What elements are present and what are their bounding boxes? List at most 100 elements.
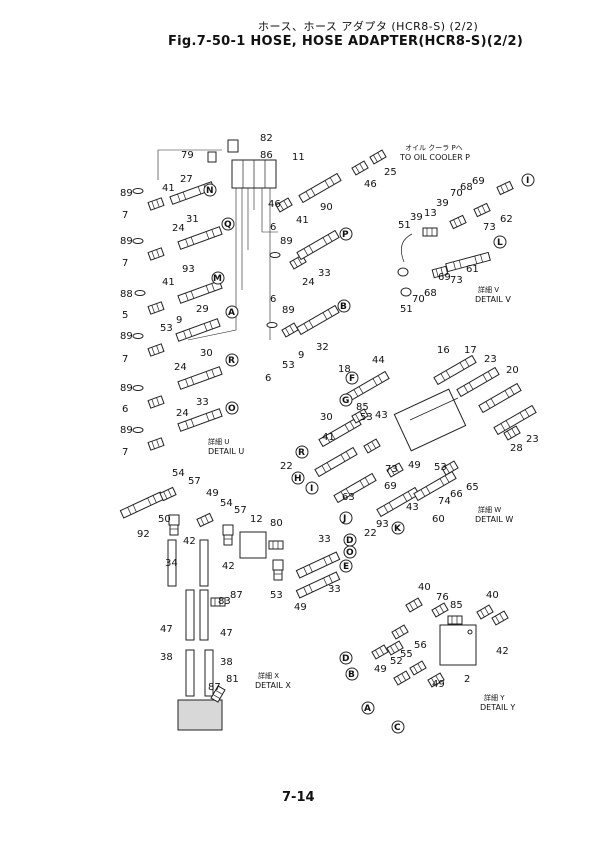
part-label: 51 — [398, 220, 411, 231]
part-label: 83 — [218, 596, 231, 607]
part-label: 89 — [280, 236, 293, 247]
part-label: 80 — [270, 518, 283, 529]
part-label: 38 — [220, 657, 233, 668]
part-label: 70 — [450, 188, 463, 199]
circle-b: B — [337, 299, 351, 313]
detail-u: 詳細 U DETAIL U オイル クーラ Pヘ TO OIL COOLER P — [132, 139, 470, 456]
part-label: 23 — [484, 354, 497, 365]
part-label: 53 — [270, 590, 283, 601]
svg-text:DETAIL W: DETAIL W — [475, 515, 513, 524]
svg-text:N: N — [206, 186, 214, 196]
svg-text:A: A — [228, 308, 235, 318]
svg-text:詳細 U: 詳細 U — [208, 437, 229, 446]
detail-x: 詳細 X DETAIL X — [119, 486, 341, 731]
circle-o-x: O — [343, 545, 357, 559]
circle-o: O — [225, 401, 239, 415]
part-label: 47 — [220, 628, 233, 639]
part-label: 23 — [526, 434, 539, 445]
circle-i-top: I — [521, 173, 535, 187]
circle-j: J — [339, 511, 353, 525]
part-label: 46 — [268, 199, 281, 210]
svg-text:R: R — [228, 356, 235, 366]
svg-text:O: O — [228, 404, 236, 414]
part-label: 40 — [418, 582, 431, 593]
part-label: 69 — [438, 272, 451, 283]
part-label: 55 — [400, 649, 413, 660]
detail-v: 詳細 V DETAIL V — [397, 180, 514, 304]
circle-k: K — [391, 521, 405, 535]
part-label: 73 — [483, 222, 496, 233]
svg-text:L: L — [497, 238, 503, 248]
circle-r: R — [225, 353, 239, 367]
part-label: 18 — [338, 364, 351, 375]
part-label: 43 — [375, 410, 388, 421]
svg-text:TO OIL COOLER P: TO OIL COOLER P — [399, 153, 470, 162]
detail-w: 詳細 W DETAIL W — [314, 355, 537, 524]
part-label: 93 — [182, 264, 195, 275]
part-label: 6 — [265, 373, 271, 384]
part-label: 49 — [408, 460, 421, 471]
part-label: 57 — [234, 505, 247, 516]
detail-w-caption: 詳細 W DETAIL W — [475, 505, 513, 524]
part-label: 87 — [208, 682, 221, 693]
part-label: 41 — [162, 277, 175, 288]
part-label: 16 — [437, 345, 450, 356]
part-label: 9 — [176, 315, 182, 326]
detail-y: 詳細 Y DETAIL Y — [371, 597, 515, 712]
part-label: 85 — [450, 600, 463, 611]
svg-text:J: J — [342, 514, 346, 524]
reference-circles: N Q M A R O P B I L F G R H I J K D O E … — [203, 173, 535, 734]
part-label: 33 — [328, 584, 341, 595]
part-label: 41 — [322, 432, 335, 443]
part-label: 51 — [400, 304, 413, 315]
svg-text:オイル クーラ Pヘ: オイル クーラ Pヘ — [405, 144, 463, 152]
part-label: 89 — [120, 188, 133, 199]
circle-l: L — [493, 235, 507, 249]
circle-d-x: D — [343, 533, 357, 547]
part-label: 88 — [120, 289, 133, 300]
circle-f: F — [345, 371, 359, 385]
part-label: 68 — [460, 182, 473, 193]
figure-title: Fig.7-50-1 HOSE, HOSE ADAPTER(HCR8-S)(2/… — [168, 34, 524, 49]
part-label: 53 — [360, 412, 373, 423]
part-label: 22 — [364, 528, 377, 539]
part-label: 89 — [120, 425, 133, 436]
svg-text:B: B — [340, 302, 347, 312]
svg-text:M: M — [213, 274, 222, 284]
circle-b-y: B — [345, 667, 359, 681]
part-label: 6 — [270, 222, 276, 233]
part-label: 79 — [181, 150, 194, 161]
part-label: 29 — [196, 304, 209, 315]
part-label: 40 — [486, 590, 499, 601]
svg-text:E: E — [343, 562, 349, 572]
svg-text:D: D — [342, 654, 349, 664]
part-label: 30 — [320, 412, 333, 423]
part-label: 54 — [172, 468, 185, 479]
part-label: 61 — [466, 264, 479, 275]
part-label: 65 — [466, 482, 479, 493]
part-label: 87 — [230, 590, 243, 601]
part-label: 24 — [176, 408, 189, 419]
valve-block — [207, 139, 277, 189]
circle-m: M — [211, 271, 225, 285]
svg-text:B: B — [348, 670, 355, 680]
svg-text:A: A — [364, 704, 371, 714]
svg-text:DETAIL Y: DETAIL Y — [480, 703, 515, 712]
part-label: 24 — [172, 223, 185, 234]
part-label: 93 — [376, 519, 389, 530]
svg-text:G: G — [342, 396, 349, 406]
part-label: 85 — [356, 402, 369, 413]
part-label: 7 — [122, 210, 128, 221]
part-label: 54 — [220, 498, 233, 509]
svg-text:Q: Q — [224, 220, 232, 230]
part-label: 39 — [410, 212, 423, 223]
part-label: 69 — [472, 176, 485, 187]
part-label: 41 — [296, 215, 309, 226]
part-label: 52 — [390, 656, 403, 667]
part-label: 24 — [302, 277, 315, 288]
circle-n: N — [203, 183, 217, 197]
part-label: 92 — [137, 529, 150, 540]
detail-x-caption: 詳細 X DETAIL X — [255, 671, 291, 690]
part-label: 73 — [385, 464, 398, 475]
